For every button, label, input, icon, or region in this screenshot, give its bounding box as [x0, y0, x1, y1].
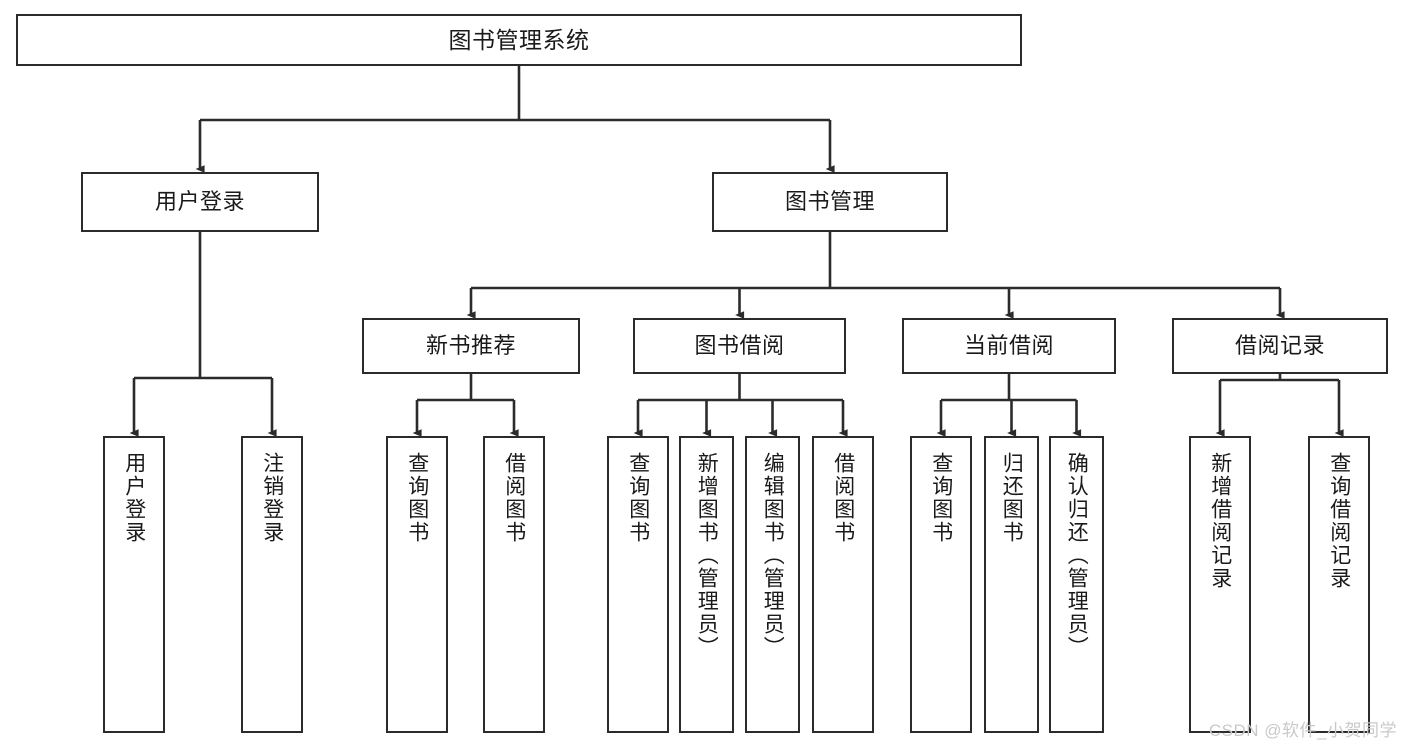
node-label: 图书管理 [784, 188, 875, 214]
node-leaf-logout[interactable]: 注销登录 [241, 436, 303, 733]
node-label: 借阅图书 [502, 452, 526, 544]
node-current-borrow[interactable]: 当前借阅 [902, 318, 1116, 374]
node-leaf-borrow-book-2[interactable]: 借阅图书 [812, 436, 874, 733]
node-root[interactable]: 图书管理系统 [16, 14, 1022, 66]
node-leaf-user-login[interactable]: 用户登录 [103, 436, 165, 733]
node-label: 确认归还（管理员） [1065, 452, 1089, 659]
node-label: 查询图书 [405, 452, 429, 544]
node-label: 新增借阅记录 [1208, 452, 1232, 590]
node-label: 查询图书 [929, 452, 953, 544]
node-leaf-edit-book[interactable]: 编辑图书（管理员） [745, 436, 800, 733]
node-user-login[interactable]: 用户登录 [81, 172, 319, 232]
node-label: 当前借阅 [963, 332, 1054, 358]
node-leaf-add-book[interactable]: 新增图书（管理员） [679, 436, 734, 733]
node-root-label: 图书管理系统 [448, 26, 590, 53]
node-label: 新增图书（管理员） [695, 452, 719, 659]
node-leaf-add-record[interactable]: 新增借阅记录 [1189, 436, 1251, 733]
node-leaf-confirm-return[interactable]: 确认归还（管理员） [1049, 436, 1104, 733]
node-label: 归还图书 [1000, 452, 1024, 544]
node-leaf-query-record[interactable]: 查询借阅记录 [1308, 436, 1370, 733]
node-label: 用户登录 [154, 188, 245, 214]
node-borrow-record[interactable]: 借阅记录 [1172, 318, 1388, 374]
node-leaf-return-book[interactable]: 归还图书 [984, 436, 1039, 733]
node-leaf-query-book-2[interactable]: 查询图书 [607, 436, 669, 733]
node-label: 用户登录 [122, 452, 146, 544]
node-label: 借阅记录 [1234, 332, 1325, 358]
node-leaf-borrow-book-1[interactable]: 借阅图书 [483, 436, 545, 733]
node-label: 新书推荐 [425, 332, 516, 358]
node-label: 查询图书 [626, 452, 650, 544]
node-book-borrow[interactable]: 图书借阅 [633, 318, 846, 374]
node-label: 查询借阅记录 [1327, 452, 1351, 590]
node-label: 借阅图书 [831, 452, 855, 544]
node-label: 编辑图书（管理员） [761, 452, 785, 659]
node-label: 图书借阅 [694, 332, 785, 358]
watermark: CSDN @软件_小贺同学 [1208, 721, 1397, 740]
node-leaf-query-book-1[interactable]: 查询图书 [386, 436, 448, 733]
node-new-book-recommend[interactable]: 新书推荐 [362, 318, 580, 374]
node-book-manage[interactable]: 图书管理 [712, 172, 948, 232]
node-leaf-query-book-3[interactable]: 查询图书 [910, 436, 972, 733]
node-label: 注销登录 [260, 452, 284, 544]
